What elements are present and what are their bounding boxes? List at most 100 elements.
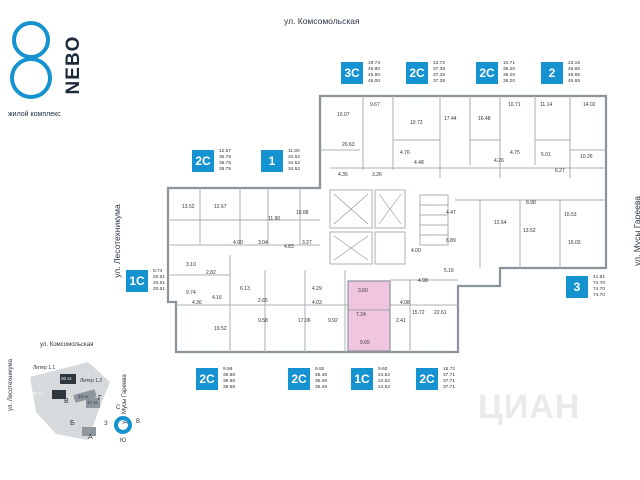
room-area-label: 10.88 [296, 210, 309, 216]
room-area-label: 4.26 [494, 158, 504, 164]
apartment-type-badge: 2 [541, 62, 563, 84]
site-letter-b: Б [70, 420, 75, 427]
room-area-label: 3.27 [302, 240, 312, 246]
compass-e: В [136, 419, 141, 425]
area-value: 45.90 [368, 73, 381, 78]
compass-s: Ю [120, 438, 127, 444]
area-value: 20.61 [153, 287, 166, 292]
area-value: 9.58 [223, 367, 233, 372]
area-value: 9.60 [378, 367, 388, 372]
site-letter-a: А [88, 434, 93, 441]
area-value: 37.38 [433, 73, 446, 78]
area-value: 13.72 [433, 61, 446, 66]
room-area-label: 8.98 [526, 200, 536, 206]
room-area-label: 10.72 [410, 120, 423, 126]
area-value: 37.71 [443, 379, 456, 384]
compass-n: С [116, 405, 121, 411]
room-area-label: 4.16 [212, 295, 222, 301]
room-area-label: 14.02 [583, 102, 596, 108]
area-value: 38.88 [223, 373, 236, 378]
area-value: 38.88 [223, 385, 236, 390]
room-area-label: 4.00 [233, 240, 243, 246]
room-area-label: 6.27 [555, 168, 565, 174]
area-value: 9.92 [315, 367, 325, 372]
area-value: 36.75 [219, 167, 232, 172]
area-value: 23.16 [568, 61, 581, 66]
room-area-label: 9.67 [370, 102, 380, 108]
room-area-label: 4.83 [284, 244, 294, 250]
apartment-type-badge: 1 [261, 150, 283, 172]
room-area-label: 20.63 [342, 142, 355, 148]
room-area-label: 12.67 [214, 204, 227, 210]
room-area-label: 17.44 [444, 116, 457, 122]
apartment-type-badge: 2С [406, 62, 428, 84]
room-area-label: 16.03 [568, 240, 581, 246]
area-value: 36.20 [503, 67, 516, 72]
watermark: ЦИАН [478, 388, 581, 426]
room-area-label: 9.74 [186, 290, 196, 296]
logo-subtitle: жилой комплекс [8, 111, 61, 118]
room-area-label: 2.41 [396, 318, 406, 324]
area-value: 15.72 [443, 367, 456, 372]
room-area-label: 17.06 [298, 318, 311, 324]
area-value: 24.52 [378, 379, 391, 384]
room-area-label: 10.26 [580, 154, 593, 160]
apartment-type-badge: 3С [341, 62, 363, 84]
area-value: 20.61 [153, 281, 166, 286]
room-area-label: 4.76 [400, 150, 410, 156]
compass-icon [114, 416, 132, 434]
area-value: 74.70 [593, 281, 606, 286]
room-area-label: 5.01 [541, 152, 551, 158]
site-floors-b: 32 эт. [32, 391, 44, 396]
area-value: 38.88 [223, 379, 236, 384]
room-area-label: 4.47 [446, 210, 456, 216]
room-area-label: 4.36 [192, 300, 202, 306]
apartment-type-badge: 1С [351, 368, 373, 390]
room-area-label: 6.13 [240, 286, 250, 292]
apartment-type-badge: 2С [192, 150, 214, 172]
area-value: 74.70 [593, 287, 606, 292]
site-street-left: ул. Лесотехникума [8, 359, 14, 411]
area-value: 46.00 [368, 79, 381, 84]
apartment-type-badge: 3 [566, 276, 588, 298]
room-area-label: 5.16 [444, 268, 454, 274]
area-value: 34.52 [288, 167, 301, 172]
site-liter-11: Литер 1.1 [33, 365, 56, 371]
site-floors-d: 17 эт. [87, 400, 99, 405]
area-value: 36.20 [503, 73, 516, 78]
area-value: 35.48 [315, 379, 328, 384]
room-area-label: 4.29 [312, 286, 322, 292]
apartment-type-badge: 2С [288, 368, 310, 390]
room-area-label: 10.53 [564, 212, 577, 218]
room-area-label: 4.08 [400, 300, 410, 306]
site-floors-a: 20 эт. [61, 376, 73, 381]
apartment-type-badge: 2С [416, 368, 438, 390]
room-area-label: 9.65 [360, 340, 370, 346]
room-area-label: 16.48 [478, 116, 491, 122]
area-value: 12.67 [219, 149, 232, 154]
area-value: 37.38 [433, 67, 446, 72]
room-area-label: 11.90 [268, 216, 281, 222]
room-area-label: 3.60 [358, 288, 368, 294]
apartment-type-badge: 2С [196, 368, 218, 390]
room-area-label: 10.07 [337, 112, 350, 118]
room-area-label: 3.04 [258, 240, 268, 246]
room-area-label: 19.52 [214, 326, 227, 332]
room-area-label: 9.58 [258, 318, 268, 324]
room-area-label: 10.71 [508, 102, 521, 108]
site-letter-g: Г [98, 395, 102, 402]
room-area-label: 4.00 [411, 248, 421, 254]
